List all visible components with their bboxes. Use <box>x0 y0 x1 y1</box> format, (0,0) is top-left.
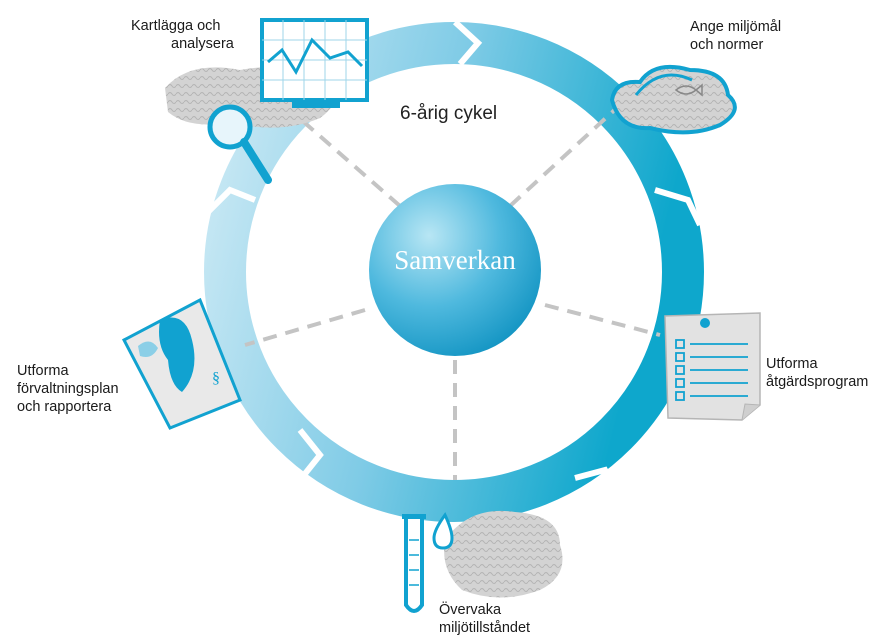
cycle-title: 6-årig cykel <box>400 103 498 124</box>
step-survey-label: Kartlägga och analysera <box>131 17 234 53</box>
step-goals-line-2: och normer <box>690 37 764 53</box>
fish-cloud-icon <box>609 65 737 135</box>
cycle-ring <box>204 22 704 522</box>
step-plan-label: Utforma förvaltningsplan och rapportera <box>17 362 119 416</box>
step-goals-line-1: Ange miljömål <box>690 19 782 35</box>
step-plan-line-3: och rapportera <box>17 399 112 415</box>
step-monitor-label: Övervaka miljötillståndet <box>439 601 530 637</box>
ring-separators <box>202 19 703 502</box>
step-program-line-1: Utforma <box>766 356 818 372</box>
test-tube-icon <box>402 510 563 613</box>
step-goals-label: Ange miljömål och normer <box>690 18 781 54</box>
step-program-label: Utforma åtgärdsprogram <box>766 355 868 391</box>
step-plan-line-2: förvaltningsplan <box>17 381 119 397</box>
chart-monitor-icon <box>165 18 369 184</box>
step-survey-line-1: Kartlägga och <box>131 18 221 34</box>
step-survey-line-2: analysera <box>171 36 234 52</box>
step-monitor-line-1: Övervaka <box>439 602 502 618</box>
checklist-document-icon <box>664 312 761 421</box>
step-monitor-line-2: miljötillståndet <box>439 620 531 636</box>
svg-text:§: § <box>212 370 220 387</box>
dashed-spokes <box>244 103 661 480</box>
step-program-line-2: åtgärdsprogram <box>766 374 869 390</box>
step-plan-line-1: Utforma <box>17 363 69 379</box>
center-title: Samverkan <box>394 245 516 275</box>
map-icon: § <box>121 297 242 430</box>
center-circle <box>369 184 541 356</box>
